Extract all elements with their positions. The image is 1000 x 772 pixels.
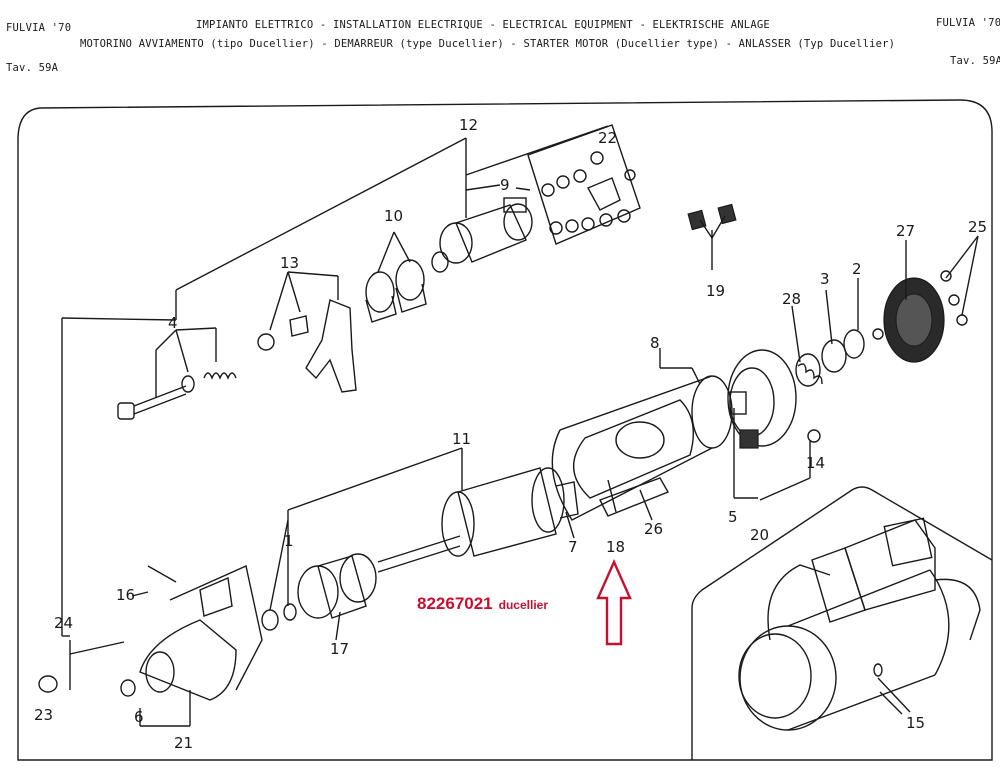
table-number-left: Tav. 59A: [6, 62, 59, 74]
callout-18: 18: [606, 538, 625, 556]
model-label-left: FULVIA '70: [6, 22, 72, 34]
end-cap: [883, 270, 968, 363]
header-title-line-1: IMPIANTO ELETTRICO - INSTALLATION ELECTR…: [196, 19, 770, 31]
callout-7: 7: [568, 538, 578, 556]
callout-26: 26: [644, 520, 663, 538]
diagram-frame: [17, 99, 993, 761]
callout-5: 5: [728, 508, 738, 526]
armature: [377, 467, 579, 573]
assembled-starter-inset: [691, 486, 993, 760]
part-number-annotation: 82267021 ducellier: [417, 594, 548, 614]
callout-3: 3: [820, 270, 830, 288]
drive-pinion: [261, 553, 377, 631]
drive-end-housing: [38, 565, 263, 701]
callout-14: 14: [806, 454, 825, 472]
field-coil-housing: [551, 375, 733, 521]
solenoid-assembly: [431, 197, 533, 273]
highlight-arrow: [596, 559, 632, 646]
callout-2: 2: [852, 260, 862, 278]
callout-20: 20: [750, 526, 769, 544]
brush-holder-clamps: [365, 259, 427, 323]
callout-24: 24: [54, 614, 73, 632]
callout-6: 6: [134, 708, 144, 726]
brand-label: ducellier: [498, 598, 548, 612]
callout-19: 19: [706, 282, 725, 300]
callout-25: 25: [968, 218, 987, 236]
callout-15: 15: [906, 714, 925, 732]
callout-11: 11: [452, 430, 471, 448]
part-number: 82267021: [417, 594, 493, 613]
model-label-right: FULVIA '70: [936, 17, 1000, 29]
commutator-end-plate: [727, 349, 821, 449]
brushes: [687, 203, 737, 231]
end-plate-hardware: [795, 328, 884, 387]
callout-8: 8: [650, 334, 660, 352]
callout-27: 27: [896, 222, 915, 240]
header-title-line-2: MOTORINO AVVIAMENTO (tipo Ducellier) - D…: [80, 38, 896, 50]
callout-22: 22: [598, 129, 617, 147]
leader-lines: [61, 125, 979, 727]
callout-1: 1: [284, 532, 294, 550]
terminal-hardware-set: [527, 124, 641, 245]
callout-28: 28: [782, 290, 801, 308]
callout-21: 21: [174, 734, 193, 752]
callout-9: 9: [500, 176, 510, 194]
callout-12: 12: [459, 116, 478, 134]
callout-16: 16: [116, 586, 135, 604]
callout-10: 10: [384, 207, 403, 225]
callout-13: 13: [280, 254, 299, 272]
callout-4: 4: [168, 314, 178, 332]
callout-23: 23: [34, 706, 53, 724]
shift-lever: [257, 299, 357, 393]
table-number-right: Tav. 59A: [950, 55, 1000, 67]
through-bolt-assembly: [117, 372, 237, 420]
callout-17: 17: [330, 640, 349, 658]
